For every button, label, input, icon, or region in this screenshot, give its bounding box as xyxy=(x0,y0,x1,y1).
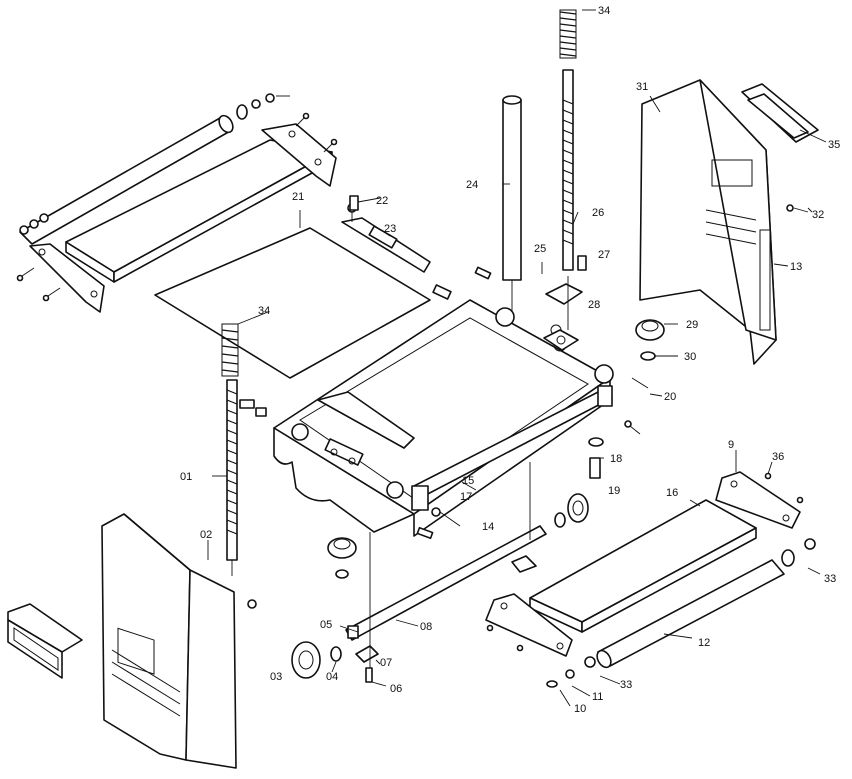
screws-infeed xyxy=(16,112,338,302)
callout-10: 10 xyxy=(574,703,586,715)
callout-08: 08 xyxy=(420,621,432,633)
gear-03 xyxy=(291,532,379,683)
pulley-lower xyxy=(327,537,357,579)
callout-30: 30 xyxy=(684,351,696,363)
callout-03: 03 xyxy=(270,671,282,683)
callout-01: 01 xyxy=(180,471,192,483)
callout-18: 18 xyxy=(610,453,622,465)
callout-06: 06 xyxy=(390,683,402,695)
callout-07: 07 xyxy=(380,657,392,669)
callout-25: 25 xyxy=(534,243,546,255)
callout-02: 02 xyxy=(200,529,212,541)
callout-16: 16 xyxy=(666,487,678,499)
nut-27-block-28 xyxy=(541,255,587,351)
callout-33-right: 33 xyxy=(824,573,836,585)
outfeed-bracket-9 xyxy=(715,471,801,529)
callout-04: 04 xyxy=(326,671,338,683)
infeed-bracket-left xyxy=(29,243,105,313)
gear-sprocket-right xyxy=(511,493,589,573)
callout-05: 05 xyxy=(320,619,332,631)
column-24 xyxy=(502,95,522,312)
callout-36: 36 xyxy=(772,451,784,463)
infeed-bracket-right xyxy=(261,123,337,187)
infeed-roller xyxy=(19,93,290,245)
callout-20: 20 xyxy=(664,391,676,403)
cover-plate xyxy=(154,210,431,379)
pulley-29 xyxy=(635,319,665,361)
callout-34-left: 34 xyxy=(258,305,270,317)
outfeed-bracket-lower xyxy=(485,593,573,657)
callout-32: 32 xyxy=(812,209,824,221)
callout-19: 19 xyxy=(608,485,620,497)
right-side-cover xyxy=(639,79,777,365)
spring-34-left xyxy=(221,323,239,377)
lead-screw-01 xyxy=(226,379,238,576)
handle-35 xyxy=(741,83,819,143)
fasteners-center xyxy=(239,195,649,540)
callout-21: 21 xyxy=(292,191,304,203)
callout-labels: 34 31 35 24 21 22 26 32 23 25 27 13 28 3… xyxy=(180,5,840,715)
base-bracket-left xyxy=(317,391,415,466)
spring-34-top xyxy=(559,9,577,59)
callout-27: 27 xyxy=(598,249,610,261)
callout-34-top: 34 xyxy=(598,5,610,17)
callout-33-lower: 33 xyxy=(620,679,632,691)
callout-22: 22 xyxy=(376,195,388,207)
leader-lines xyxy=(207,9,827,707)
callout-12: 12 xyxy=(698,637,710,649)
callout-26: 26 xyxy=(592,207,604,219)
callout-17: 17 xyxy=(460,491,472,503)
handle-bottom-left xyxy=(7,603,83,679)
rail-17 xyxy=(411,385,613,511)
bracket-23 xyxy=(341,203,431,273)
callout-9: 9 xyxy=(728,439,734,451)
callout-24: 24 xyxy=(466,179,478,191)
callout-28: 28 xyxy=(588,299,600,311)
outfeed-table xyxy=(529,499,757,633)
callout-14: 14 xyxy=(482,521,494,533)
callout-35: 35 xyxy=(828,139,840,151)
screw-32 xyxy=(786,204,809,213)
left-front-cover xyxy=(101,513,257,769)
callout-15: 15 xyxy=(462,475,474,487)
outfeed-roller-12 xyxy=(546,538,816,688)
callout-13: 13 xyxy=(790,261,802,273)
callout-29: 29 xyxy=(686,319,698,331)
screws-outfeed xyxy=(486,472,804,652)
callout-11: 11 xyxy=(592,691,603,703)
callout-31: 31 xyxy=(636,81,648,93)
callout-23: 23 xyxy=(384,223,396,235)
lead-screw-26 xyxy=(562,69,574,271)
